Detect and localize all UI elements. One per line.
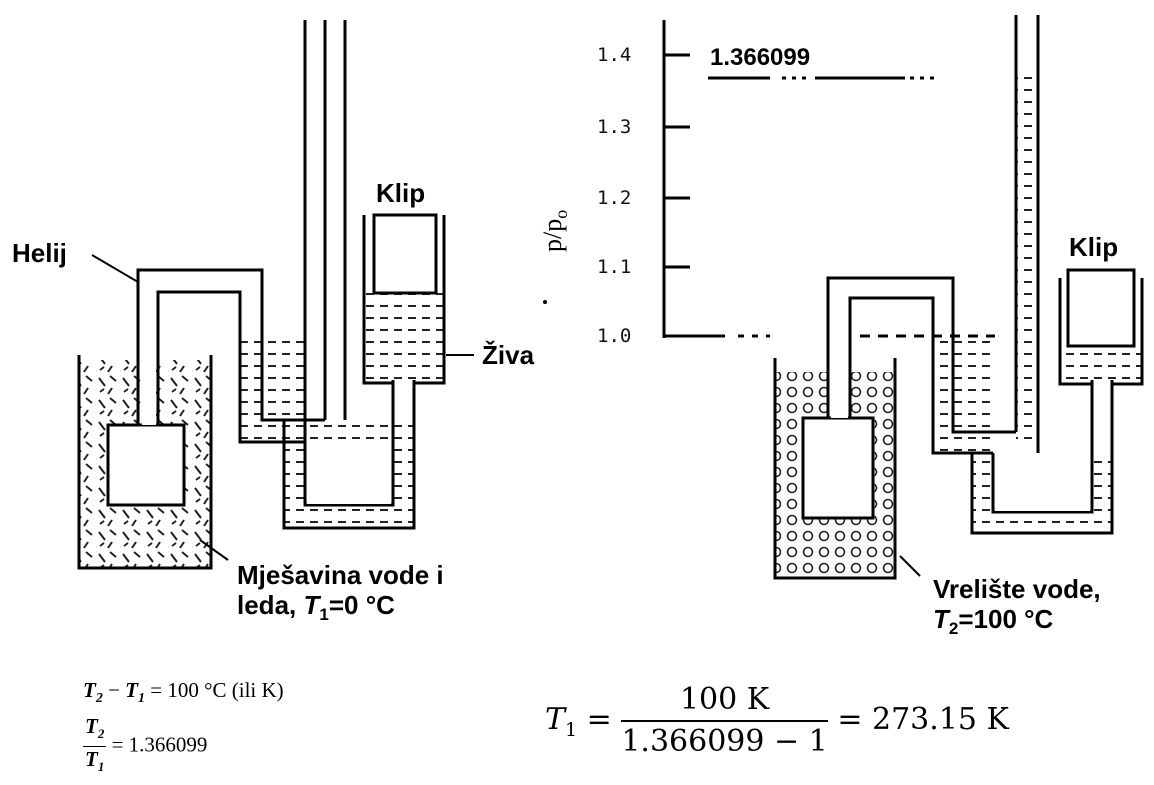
left-mercury-reservoir bbox=[364, 293, 444, 383]
right-helium-bulb bbox=[801, 416, 875, 520]
right-piston bbox=[1066, 268, 1136, 348]
right-u-tube bbox=[970, 380, 1114, 535]
y-axis-label: p/po bbox=[538, 209, 572, 252]
right-bath-label: Vrelište vode, T2=100 °C bbox=[933, 574, 1101, 639]
left-piston bbox=[372, 213, 438, 295]
left-apparatus bbox=[77, 20, 474, 570]
ratio-readout: 1.366099 bbox=[710, 44, 811, 71]
right-apparatus bbox=[773, 15, 1144, 580]
left-piston-label: Klip bbox=[376, 178, 426, 208]
right-helium-tube bbox=[826, 276, 955, 418]
helium-label: Helij bbox=[12, 238, 67, 268]
pressure-scale bbox=[543, 20, 995, 338]
tick-label-1-2: 1.2 bbox=[597, 187, 632, 209]
left-helium-tube bbox=[136, 268, 264, 425]
equation-ratio: T2 T1 = 1.366099 bbox=[83, 714, 208, 775]
equation-difference: T2 − T1 = 100 °C (ili K) bbox=[83, 678, 284, 707]
right-piston-label: Klip bbox=[1069, 232, 1119, 262]
tick-label-1-1: 1.1 bbox=[597, 256, 632, 278]
mercury-label: Živa bbox=[482, 340, 535, 370]
tick-label-1-3: 1.3 bbox=[597, 116, 632, 138]
equation-t1-result: T1 = 100 K 1.366099 − 1 = 273.15 K bbox=[545, 682, 1009, 759]
right-bath-vessel bbox=[773, 358, 897, 580]
right-mercury-column bbox=[1016, 70, 1038, 440]
left-helium-bulb bbox=[106, 423, 186, 507]
left-bath-vessel bbox=[77, 355, 213, 570]
left-u-tube bbox=[282, 380, 416, 530]
tick-label-1-0: 1.0 bbox=[597, 325, 632, 347]
left-bath-label: Mješavina vode i leda, T1=0 °C bbox=[237, 560, 444, 625]
right-mercury-reservoir bbox=[1060, 346, 1142, 384]
tick-label-1-4: 1.4 bbox=[597, 44, 632, 66]
